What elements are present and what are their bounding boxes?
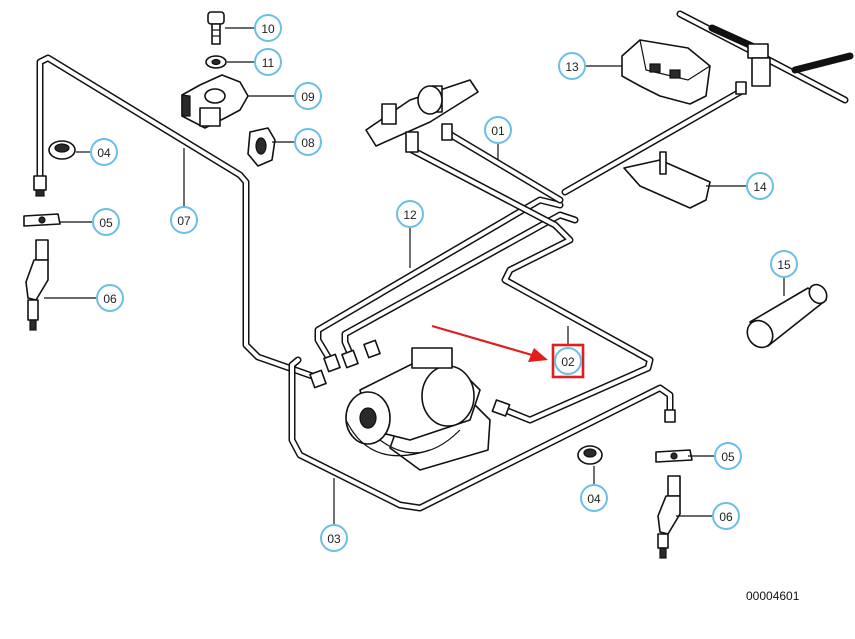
brake-lines	[36, 10, 854, 512]
callout-02-label: 02	[561, 355, 575, 369]
callout-06-left-label: 06	[103, 292, 117, 306]
callout-03[interactable]: 03	[320, 524, 348, 552]
highlight-box	[551, 343, 585, 379]
callout-11-label: 11	[262, 56, 275, 70]
callout-04-lower-label: 04	[587, 492, 601, 506]
callout-14-label: 14	[753, 180, 767, 194]
callout-04-left[interactable]: 04	[90, 138, 118, 166]
part-08-grommet	[247, 127, 276, 167]
part-09-bracket	[181, 74, 249, 129]
right-fitting-top	[664, 409, 676, 423]
callout-11[interactable]: 11	[254, 48, 282, 76]
callout-02[interactable]: 02	[554, 347, 582, 375]
callout-09-label: 09	[301, 90, 315, 104]
callout-07[interactable]: 07	[170, 206, 198, 234]
callout-01[interactable]: 01	[484, 116, 512, 144]
part-14-holder	[623, 151, 711, 209]
part-11-washer	[205, 55, 227, 69]
part-13-bracket	[621, 39, 711, 105]
callout-13[interactable]: 13	[558, 52, 586, 80]
callout-12[interactable]: 12	[396, 200, 424, 228]
part-06-hose-left	[25, 239, 49, 331]
part-05-clip-right	[655, 449, 693, 463]
pump-fittings	[309, 339, 511, 417]
pump-motor	[345, 347, 491, 471]
callout-12-label: 12	[403, 208, 417, 222]
callout-10[interactable]: 10	[254, 14, 282, 42]
highlight-arrow	[431, 324, 548, 362]
callout-05-right-label: 05	[721, 450, 735, 464]
callout-06-right-label: 06	[719, 510, 733, 524]
callout-03-label: 03	[327, 532, 341, 546]
callout-04-lower[interactable]: 04	[580, 484, 608, 512]
part-05-clip-left	[23, 213, 61, 227]
part-06-hose-right	[657, 475, 681, 559]
callout-15-label: 15	[777, 258, 791, 272]
callout-08[interactable]: 08	[294, 128, 322, 156]
callout-10-label: 10	[261, 22, 275, 36]
callout-01-label: 01	[491, 124, 505, 138]
part-04-seal-left	[48, 140, 76, 160]
callout-14[interactable]: 14	[746, 172, 774, 200]
callout-13-label: 13	[565, 60, 579, 74]
left-fitting-top	[33, 175, 47, 197]
part-15-sleeve	[746, 283, 828, 349]
t-fitting	[735, 43, 771, 95]
callout-08-label: 08	[301, 136, 315, 150]
part-04-seal-lower	[577, 445, 603, 465]
master-cylinder	[365, 79, 479, 153]
part-10-screw	[207, 11, 225, 45]
leader-lines	[44, 27, 785, 524]
callout-05-left[interactable]: 05	[92, 208, 120, 236]
callout-07-label: 07	[177, 214, 191, 228]
callout-06-left[interactable]: 06	[96, 284, 124, 312]
document-number: 00004601	[746, 589, 800, 603]
callout-09[interactable]: 09	[294, 82, 322, 110]
callout-06-right[interactable]: 06	[712, 502, 740, 530]
callout-15[interactable]: 15	[770, 250, 798, 278]
callout-05-right[interactable]: 05	[714, 442, 742, 470]
callout-04-left-label: 04	[97, 146, 111, 160]
callout-05-left-label: 05	[99, 216, 113, 230]
